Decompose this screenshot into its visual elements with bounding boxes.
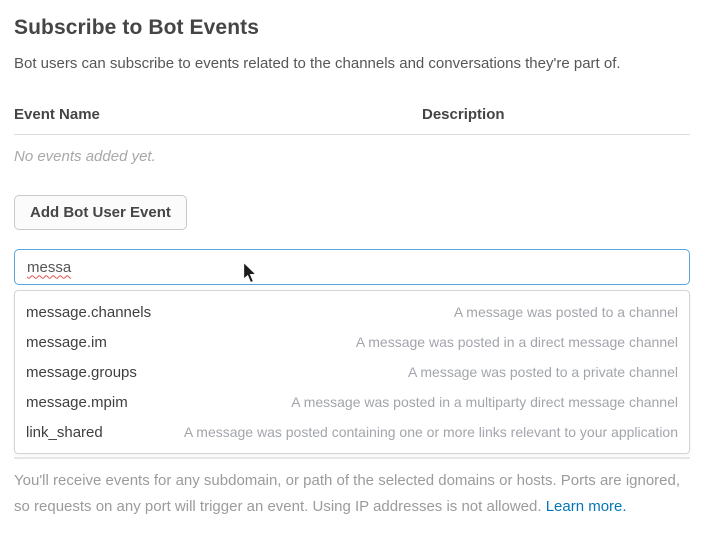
- suggestion-row-link-shared[interactable]: link_shared A message was posted contain…: [15, 417, 689, 447]
- page-description: Bot users can subscribe to events relate…: [14, 55, 621, 72]
- suggestion-name: message.im: [26, 333, 107, 351]
- page-title: Subscribe to Bot Events: [14, 16, 260, 39]
- suggestion-row-message-channels[interactable]: message.channels A message was posted to…: [15, 297, 689, 327]
- table-header-divider: [14, 134, 690, 135]
- section-divider: [14, 457, 690, 459]
- events-table-header: Event Name Description: [14, 106, 690, 123]
- suggestion-name: message.channels: [26, 303, 152, 321]
- footer-note: You'll receive events for any subdomain,…: [14, 468, 690, 520]
- suggestion-description: A message was posted in a direct message…: [355, 334, 678, 350]
- suggestion-description: A message was posted to a private channe…: [407, 364, 678, 380]
- footer-note-text: You'll receive events for any subdomain,…: [14, 472, 681, 515]
- suggestion-row-message-im[interactable]: message.im A message was posted in a dir…: [15, 327, 689, 357]
- event-suggestions-dropdown: message.channels A message was posted to…: [14, 290, 690, 454]
- add-bot-user-event-button[interactable]: Add Bot User Event: [14, 195, 187, 230]
- subscribe-bot-events-section: Subscribe to Bot Events Bot users can su…: [0, 16, 711, 533]
- event-search-value: messa: [27, 258, 72, 276]
- column-header-event-name: Event Name: [14, 106, 100, 123]
- suggestion-description: A message was posted to a channel: [453, 304, 678, 320]
- suggestion-description: A message was posted in a multiparty dir…: [291, 394, 678, 410]
- empty-events-message: No events added yet.: [14, 148, 156, 165]
- suggestion-description: A message was posted containing one or m…: [183, 424, 678, 440]
- suggestion-row-message-mpim[interactable]: message.mpim A message was posted in a m…: [15, 387, 689, 417]
- column-header-description: Description: [422, 106, 505, 123]
- learn-more-link[interactable]: Learn more.: [545, 498, 627, 515]
- suggestion-name: message.groups: [26, 363, 137, 381]
- suggestion-row-message-groups[interactable]: message.groups A message was posted to a…: [15, 357, 689, 387]
- event-search-input[interactable]: messa: [14, 249, 690, 285]
- suggestion-name: link_shared: [26, 423, 103, 441]
- suggestion-name: message.mpim: [26, 393, 128, 411]
